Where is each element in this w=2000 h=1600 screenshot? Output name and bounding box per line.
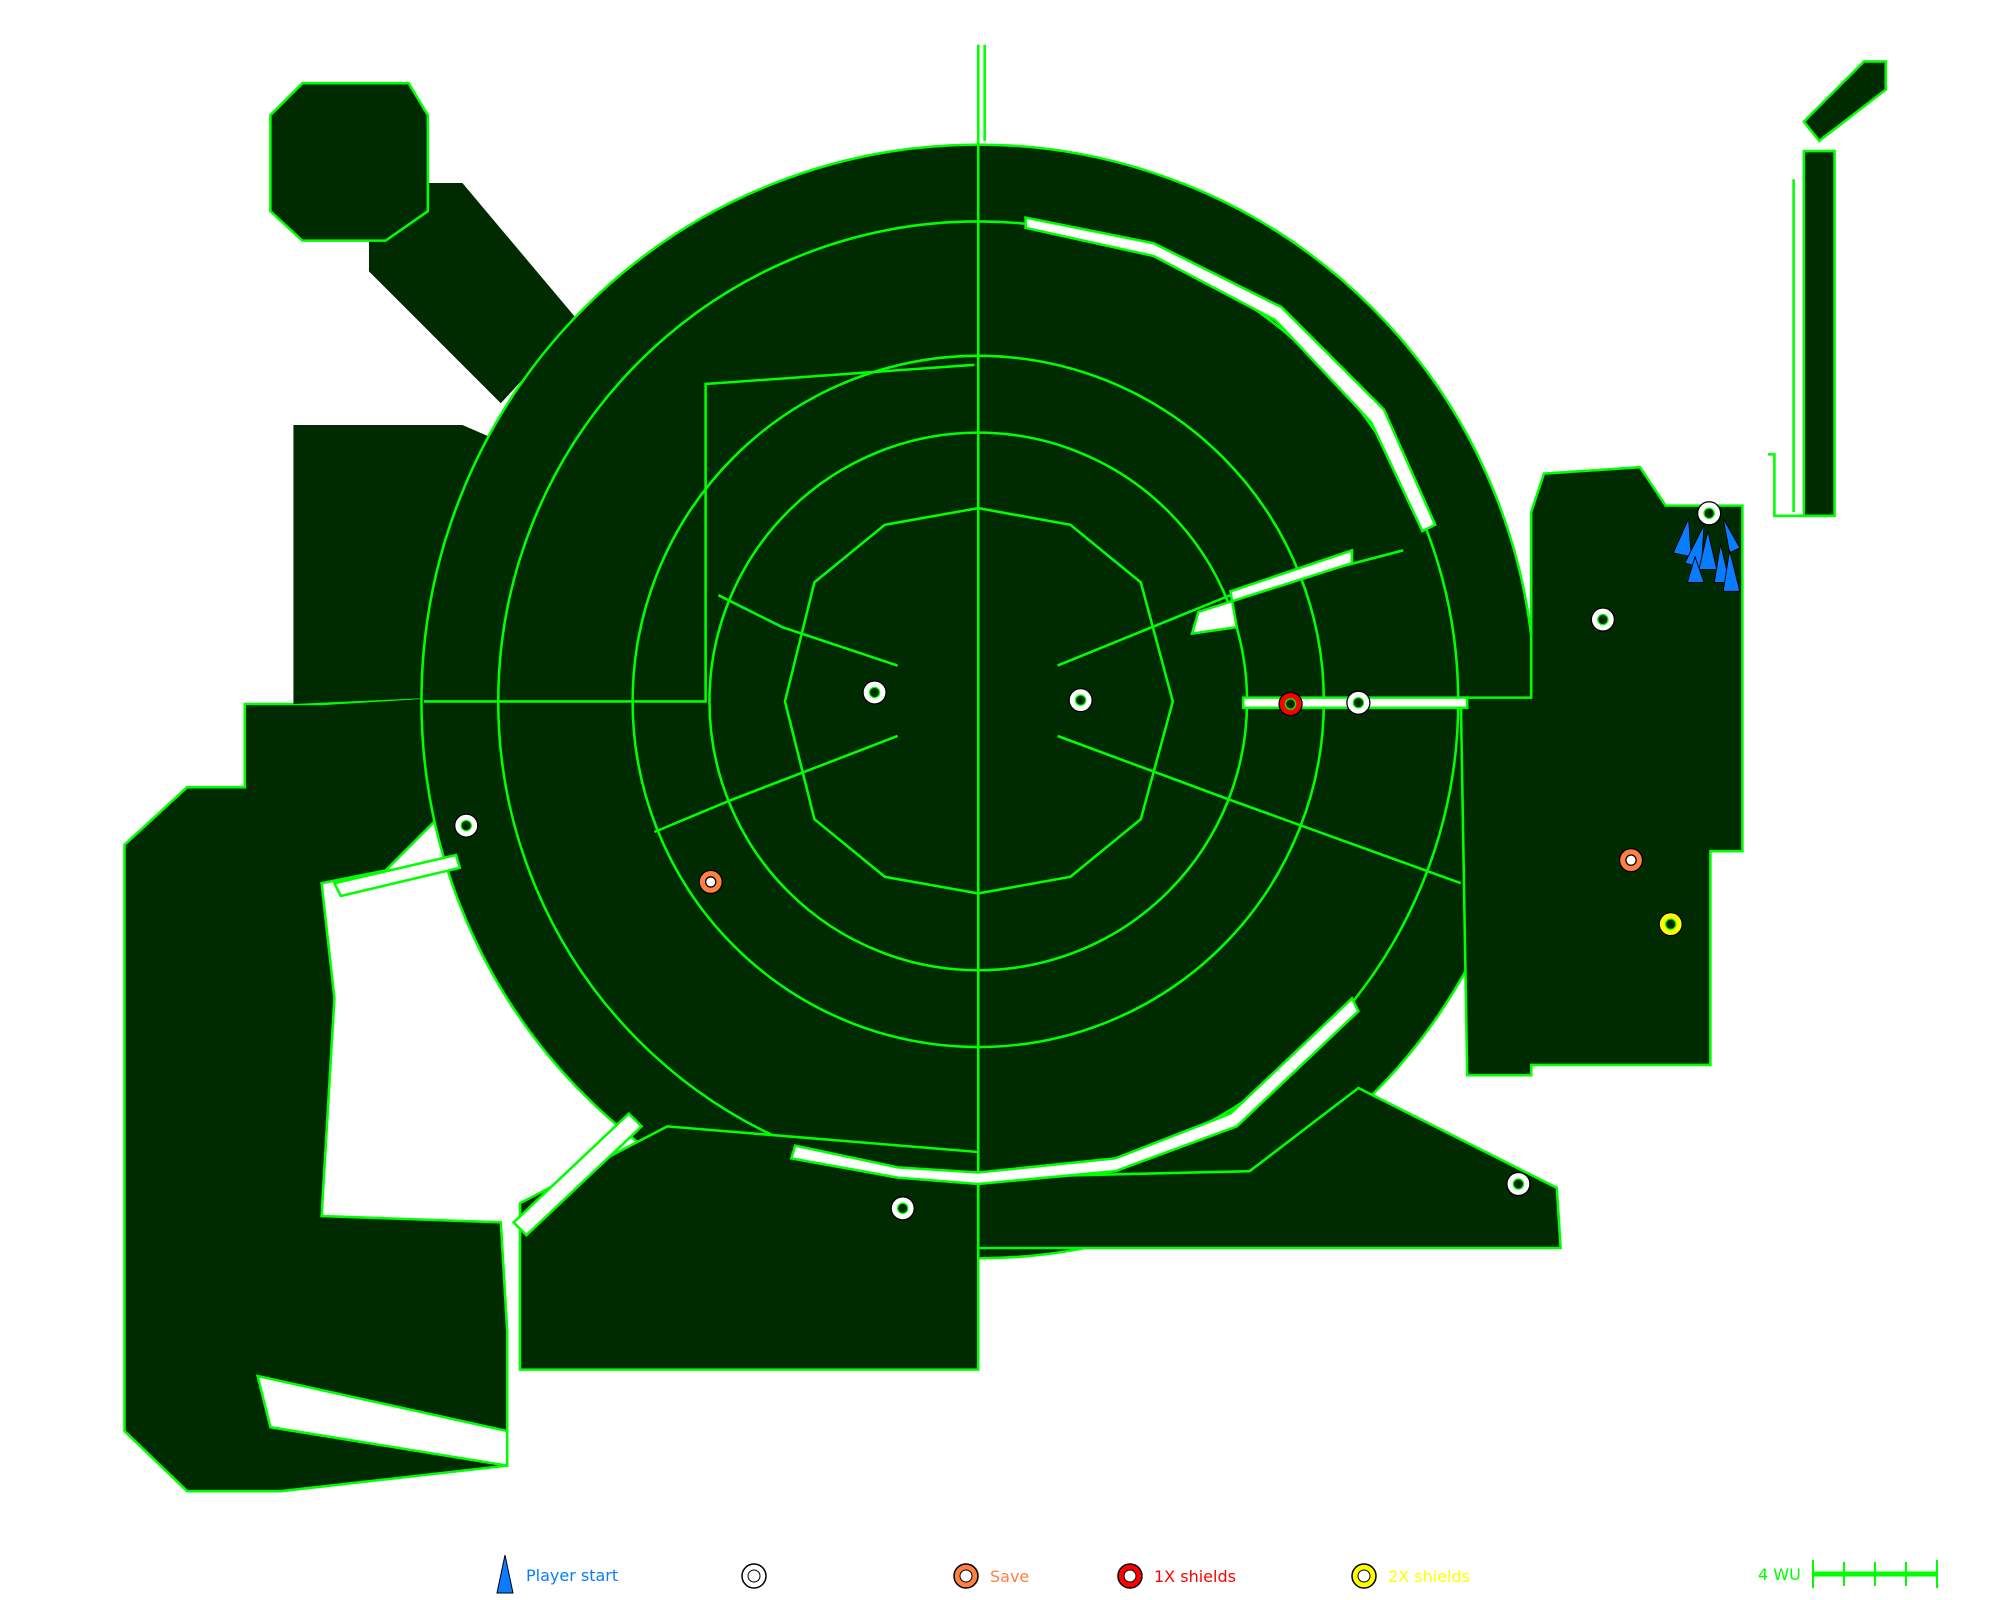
player-start-icon <box>496 1555 514 1594</box>
legend-player-start: Player start <box>494 1555 618 1595</box>
walls <box>424 44 1804 1255</box>
scale-label: 4 WU <box>1758 1564 1801 1584</box>
scale-bar-icon <box>1811 1560 1938 1588</box>
legend-label: Player start <box>526 1565 619 1585</box>
shields-1x-marker <box>1278 691 1303 717</box>
left-building <box>123 696 509 1493</box>
player-start-markers <box>1672 518 1741 592</box>
legend-label: Save <box>990 1566 1030 1586</box>
legend-scale: 4 WU <box>1758 1556 1939 1592</box>
nw-room <box>269 81 430 242</box>
save-icon <box>953 1563 979 1589</box>
teleporter-marker <box>454 501 1722 1221</box>
legend-teleporter <box>740 1562 778 1590</box>
ne-shaft <box>1802 149 1836 518</box>
legend-shields-1x: 1X shields <box>1116 1562 1236 1590</box>
shields-2x-icon <box>1351 1563 1377 1589</box>
legend-shields-2x: 2X shields <box>1350 1562 1470 1590</box>
floor-areas <box>123 60 1888 1493</box>
ne-arm <box>1802 60 1888 143</box>
legend-label: 2X shields <box>1388 1566 1470 1586</box>
south-block <box>518 1125 980 1371</box>
nw-corridor <box>368 183 578 404</box>
legend-save: Save <box>952 1562 1029 1590</box>
save-marker <box>698 848 1644 895</box>
legend-label: 1X shields <box>1154 1566 1236 1586</box>
teleporter-icon <box>741 1563 767 1589</box>
markers <box>454 501 1741 1221</box>
shields-1x-icon <box>1117 1563 1143 1589</box>
shields-2x-marker <box>1658 912 1683 937</box>
